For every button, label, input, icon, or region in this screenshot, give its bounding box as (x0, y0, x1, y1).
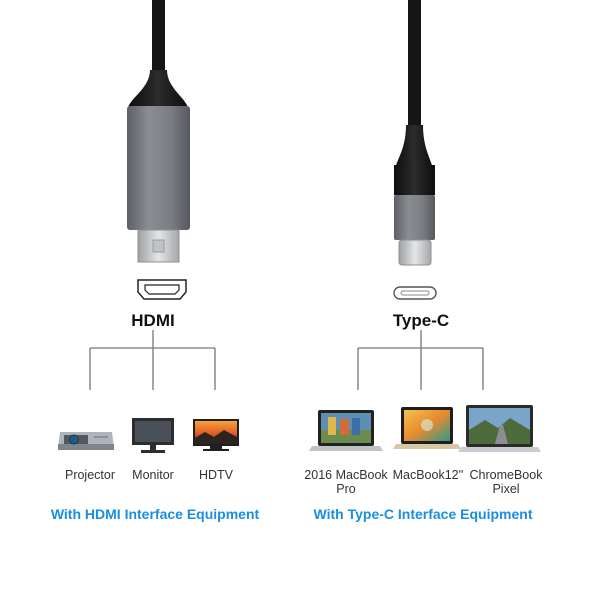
device-label-monitor: Monitor (132, 468, 174, 482)
chromebook-pixel-icon (458, 405, 541, 452)
macbook-icon (393, 407, 461, 449)
hdmi-port-icon (137, 279, 187, 300)
typec-footer-caption: With Type-C Interface Equipment (313, 506, 533, 522)
device-label-macbook-pro: 2016 MacBook Pro (304, 468, 388, 496)
hdtv-icon (193, 419, 239, 451)
typec-port-icon (393, 286, 437, 300)
monitor-icon (132, 418, 174, 453)
hdmi-title: HDMI (131, 311, 175, 330)
typec-title: Type-C (392, 311, 450, 330)
macbook-pro-icon (309, 410, 383, 451)
typec-connector-image (394, 0, 435, 266)
device-label-macbook12: MacBook12'' (392, 468, 464, 482)
typec-tree-lines (357, 330, 484, 390)
projector-icon (58, 432, 114, 450)
hdmi-tree-lines (89, 330, 216, 390)
device-label-hdtv: HDTV (198, 468, 234, 482)
hdmi-footer-caption: With HDMI Interface Equipment (50, 506, 260, 522)
device-label-projector: Projector (64, 468, 116, 482)
hdmi-connector-image (127, 0, 190, 263)
device-label-chromebook-pixel: ChromeBook Pixel (469, 468, 543, 496)
